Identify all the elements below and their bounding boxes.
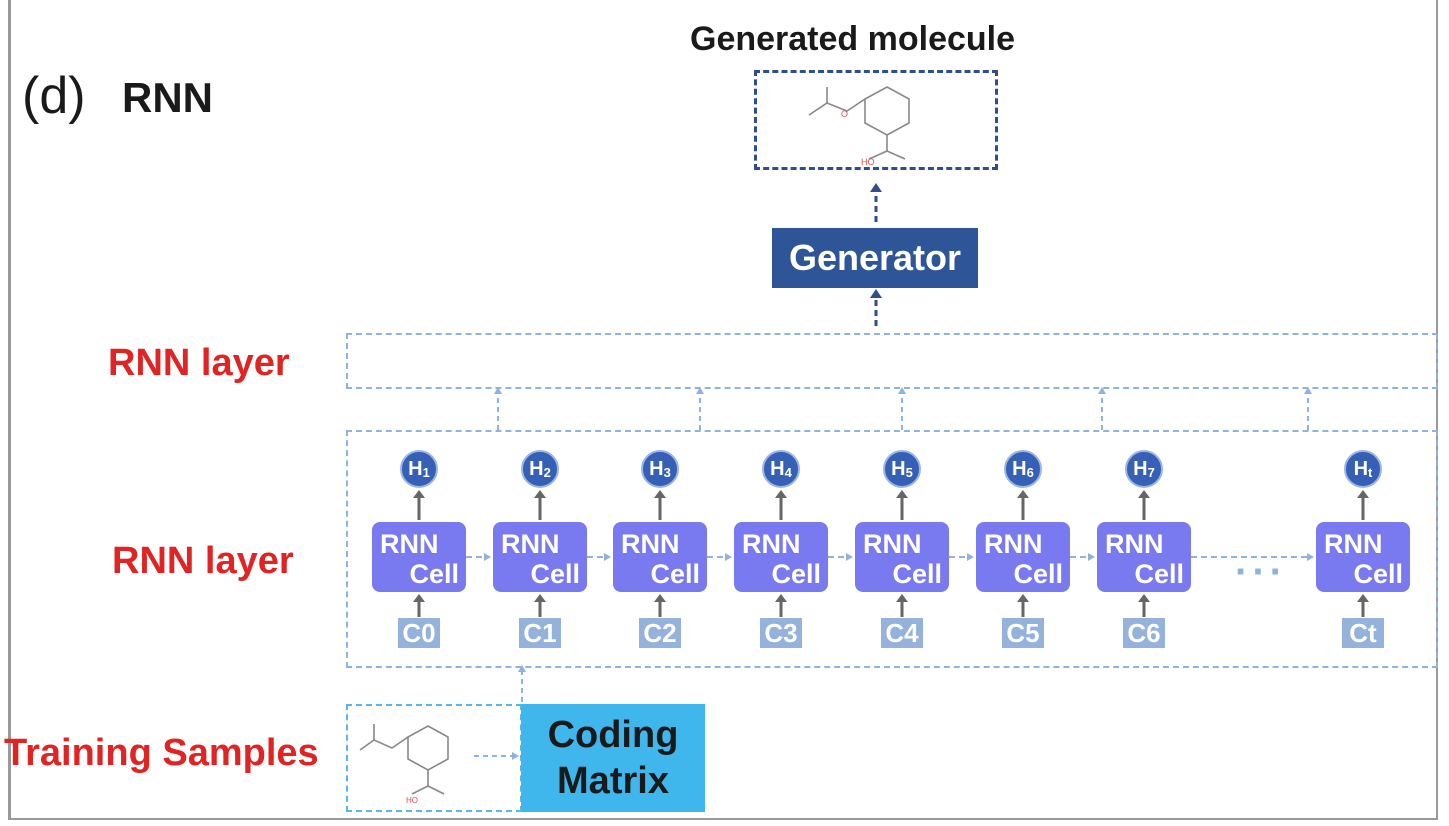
panel-title: RNN	[122, 74, 213, 121]
coding-matrix-line2: Matrix	[557, 760, 669, 802]
rnn-cell-label-line1: RNN	[501, 529, 560, 559]
hidden-state-label: H	[649, 457, 664, 480]
hidden-state-label: H	[529, 457, 544, 480]
input-node-1: C0	[398, 618, 440, 648]
hidden-state-label: H	[1012, 457, 1027, 480]
hidden-state-label: H	[891, 457, 906, 480]
rnn-cell-label-line2: Cell	[1134, 559, 1184, 589]
rnn-cell-label-line2: Cell	[530, 559, 580, 589]
hidden-state-subscript: 5	[905, 464, 913, 480]
rnn-layer-label-middle: RNN layer	[112, 540, 294, 582]
input-node-6: C5	[1002, 618, 1044, 648]
hidden-state-subscript: 7	[1147, 464, 1155, 480]
hidden-state-subscript: 1	[422, 464, 430, 480]
rnn-cell-label-line2: Cell	[771, 559, 821, 589]
generated-molecule-box: O HO	[754, 70, 998, 170]
hidden-state-label: H	[1133, 457, 1148, 480]
molecule-oxygen-label: O	[841, 109, 848, 119]
hidden-state-subscript: 4	[784, 464, 792, 480]
generated-molecule-title: Generated molecule	[690, 20, 1016, 58]
input-node-5: C4	[881, 618, 923, 648]
input-node-2: C1	[519, 618, 561, 648]
rnn-layer-cells-box	[346, 430, 1438, 668]
coding-matrix-block: Coding Matrix	[521, 704, 705, 812]
generator-block: Generator	[772, 228, 978, 288]
figure-frame	[8, 0, 1438, 820]
molecule-hydroxyl-label: HO	[861, 157, 875, 167]
input-node-3: C2	[639, 618, 681, 648]
training-sample-box: HO	[346, 704, 522, 812]
rnn-cell-label-line2: Cell	[409, 559, 459, 589]
rnn-cell-label-line2: Cell	[650, 559, 700, 589]
rnn-cell-label-line2: Cell	[1013, 559, 1063, 589]
sequence-ellipsis: ···	[1235, 550, 1287, 594]
panel-label: (d)	[22, 67, 86, 125]
hidden-state-label: H	[770, 457, 785, 480]
rnn-cell-label-line1: RNN	[984, 529, 1043, 559]
training-molecule-hydroxyl-label: HO	[406, 796, 418, 805]
rnn-cell-label-line1: RNN	[742, 529, 801, 559]
hidden-state-subscript: 6	[1026, 464, 1034, 480]
coding-matrix-line1: Coding	[547, 714, 679, 756]
rnn-layer-label-top: RNN layer	[108, 342, 290, 384]
input-node-7: C6	[1123, 618, 1165, 648]
hidden-state-subscript: t	[1368, 464, 1373, 480]
input-node-4: C3	[760, 618, 802, 648]
generated-molecule-structure: O HO	[808, 86, 910, 167]
rnn-cell-label-line2: Cell	[1353, 559, 1403, 589]
hidden-state-label: H	[1353, 457, 1369, 480]
training-molecule-structure: HO	[359, 724, 449, 805]
hidden-state-subscript: 2	[543, 464, 551, 480]
rnn-cell-label-line1: RNN	[1324, 529, 1383, 559]
hidden-state-subscript: 3	[663, 464, 671, 480]
rnn-cell-label-line2: Cell	[892, 559, 942, 589]
rnn-cell-label-line1: RNN	[380, 529, 439, 559]
rnn-cell-label-line1: RNN	[1105, 529, 1164, 559]
input-node-8: Ct	[1342, 618, 1384, 648]
rnn-cell-label-line1: RNN	[863, 529, 922, 559]
rnn-layer-top-box	[346, 333, 1438, 389]
hidden-state-label: H	[408, 457, 423, 480]
rnn-cell-label-line1: RNN	[621, 529, 680, 559]
training-samples-label: Training Samples	[4, 732, 319, 774]
